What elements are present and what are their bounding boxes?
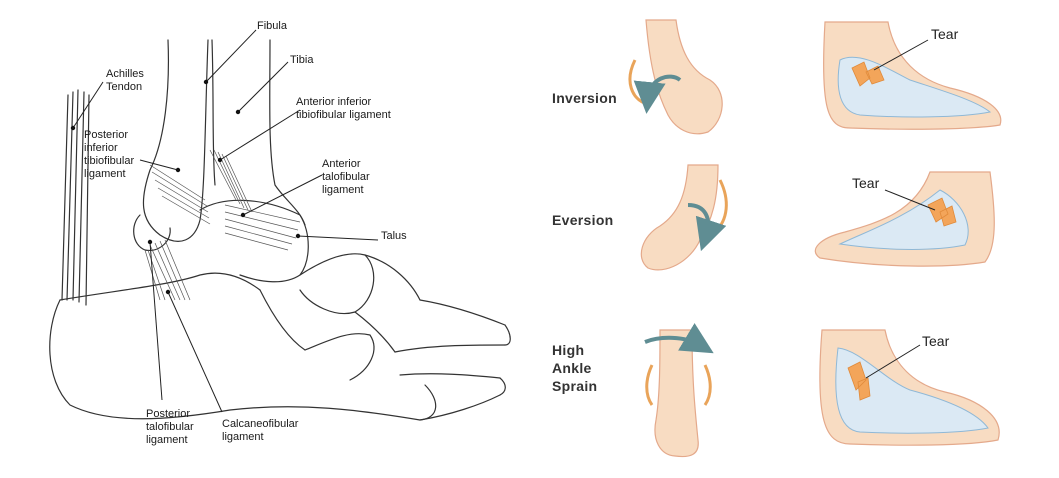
high-ankle-sprain-leg-illustration (644, 323, 714, 458)
fibula-shape (142, 39, 209, 242)
label-high-ankle-sprain: High Ankle Sprain (552, 342, 598, 394)
talus-shape (199, 199, 309, 283)
label-posterior-inferior-tibiofibular-ligament: Posterior inferior tibiofibular ligament (84, 129, 135, 180)
high-ankle-sprain-foot-bones-illustration (819, 329, 1000, 446)
metatarsals-shape (394, 299, 511, 421)
label-calcaneofibular-ligament: Calcaneofibular ligament (222, 418, 299, 443)
eversion-foot-illustration (640, 164, 728, 271)
label-eversion: Eversion (552, 212, 614, 228)
label-talus: Talus (381, 230, 407, 242)
label-achilles-tendon: Achilles Tendon (106, 68, 144, 93)
label-anterior-talofibular-ligament: Anterior talofibular ligament (322, 158, 370, 196)
label-inversion: Inversion (552, 90, 617, 106)
eversion-foot-bones-illustration (814, 171, 995, 267)
label-anterior-inferior-tibiofibular-ligament: Anterior inferior tibiofibular ligament (296, 96, 391, 121)
label-posterior-talofibular-ligament: Posterior talofibular ligament (146, 408, 194, 446)
label-tibia: Tibia (290, 54, 314, 66)
ligament-fibers (144, 149, 301, 301)
tibia-shape (211, 39, 306, 226)
label-tear-high-ankle-sprain: Tear (922, 333, 950, 349)
leader-lines (72, 29, 379, 413)
label-tear-eversion: Tear (852, 175, 880, 191)
leader-dots (70, 79, 301, 295)
midfoot-bones-shape (259, 253, 421, 381)
label-tear-inversion: Tear (931, 26, 959, 42)
inversion-foot-bones-illustration (822, 21, 1002, 130)
inversion-foot-illustration (628, 19, 723, 135)
label-fibula: Fibula (257, 20, 287, 32)
